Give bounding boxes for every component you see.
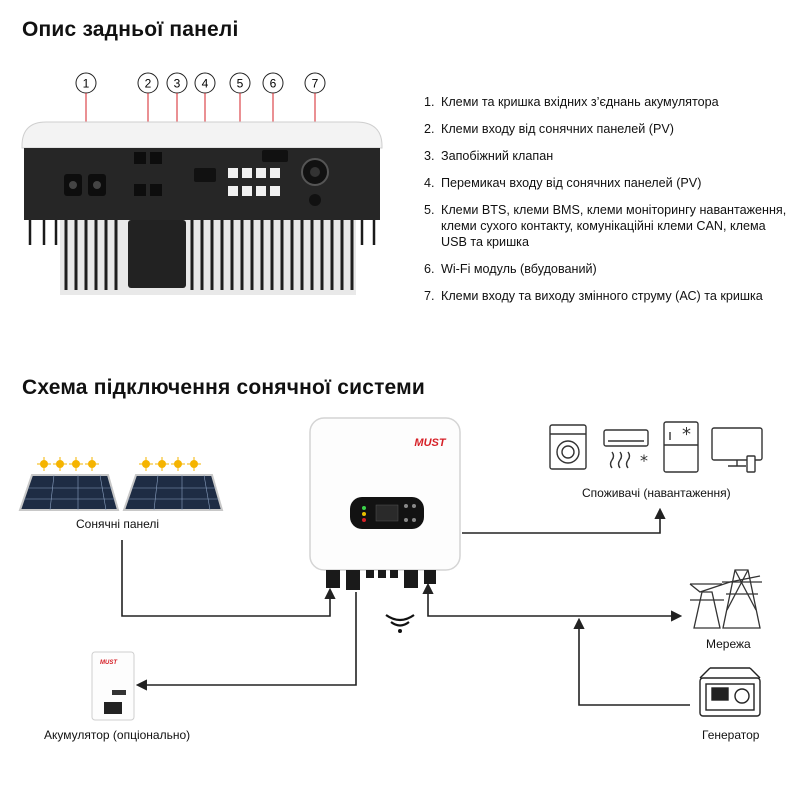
solar-panel-left	[18, 457, 120, 511]
svg-text:7: 7	[312, 77, 319, 91]
legend-item: 4.Перемикач входу від сонячних панелей (…	[424, 176, 702, 190]
fridge-icon: *	[663, 421, 699, 473]
legend-item: 3.Запобіжний клапан	[424, 149, 554, 163]
battery-label: Акумулятор (опціонально)	[44, 728, 191, 742]
line-inverter-to-loads	[462, 507, 666, 534]
washing-machine-icon	[549, 424, 587, 470]
legend-item: 2.Клеми входу від сонячних панелей (PV)	[424, 122, 674, 136]
svg-text:1: 1	[83, 77, 90, 91]
svg-text:3: 3	[174, 77, 181, 91]
consumers-icons: * *	[549, 421, 763, 473]
solar-panel-right	[122, 457, 224, 511]
line-grid-inverter	[422, 582, 683, 622]
svg-text:4: 4	[202, 77, 209, 91]
svg-text:2: 2	[145, 77, 152, 91]
legend-item: 6.Wi-Fi модуль (вбудований)	[424, 262, 597, 276]
battery-unit: MUST	[91, 651, 135, 721]
legend-item: 1.Клеми та кришка вхідних з’єднань акуму…	[424, 95, 719, 109]
brand-logo: MUST	[414, 437, 446, 449]
generator-label: Генератор	[702, 728, 760, 742]
air-conditioner-icon: *	[603, 429, 649, 470]
solar-panels-label: Сонячні панелі	[76, 517, 160, 531]
rear-panel-title: Опис задньої панелі	[22, 18, 239, 41]
battery-brand: MUST	[100, 660, 118, 666]
line-generator-to-grid	[573, 617, 690, 706]
legend-item: 5.Клеми BTS, клеми BMS, клеми моніторинг…	[424, 203, 787, 249]
wifi-icon	[385, 614, 415, 633]
inverter: MUST	[309, 417, 461, 590]
svg-text:6: 6	[270, 77, 277, 91]
rear-panel-illustration: 1 2 3 4 5 6 7	[21, 72, 383, 295]
tv-icon	[711, 427, 763, 473]
line-solar-to-inverter	[121, 540, 336, 617]
svg-text:*: *	[682, 424, 691, 445]
grid-tower-icon	[689, 569, 762, 629]
generator-icon	[699, 667, 761, 717]
grid-label: Мережа	[706, 637, 751, 651]
scheme-title: Схема підключення сонячної системи	[22, 376, 426, 399]
consumers-label: Споживачі (навантаження)	[582, 486, 731, 500]
legend-item: 7.Клеми входу та виходу змінного струму …	[424, 289, 763, 303]
svg-text:*: *	[640, 451, 648, 470]
connection-scheme: MUST MUST	[18, 417, 763, 721]
rear-panel-legend: 1.Клеми та кришка вхідних з’єднань акуму…	[424, 94, 794, 315]
svg-text:5: 5	[237, 77, 244, 91]
line-inverter-to-battery	[135, 592, 357, 691]
